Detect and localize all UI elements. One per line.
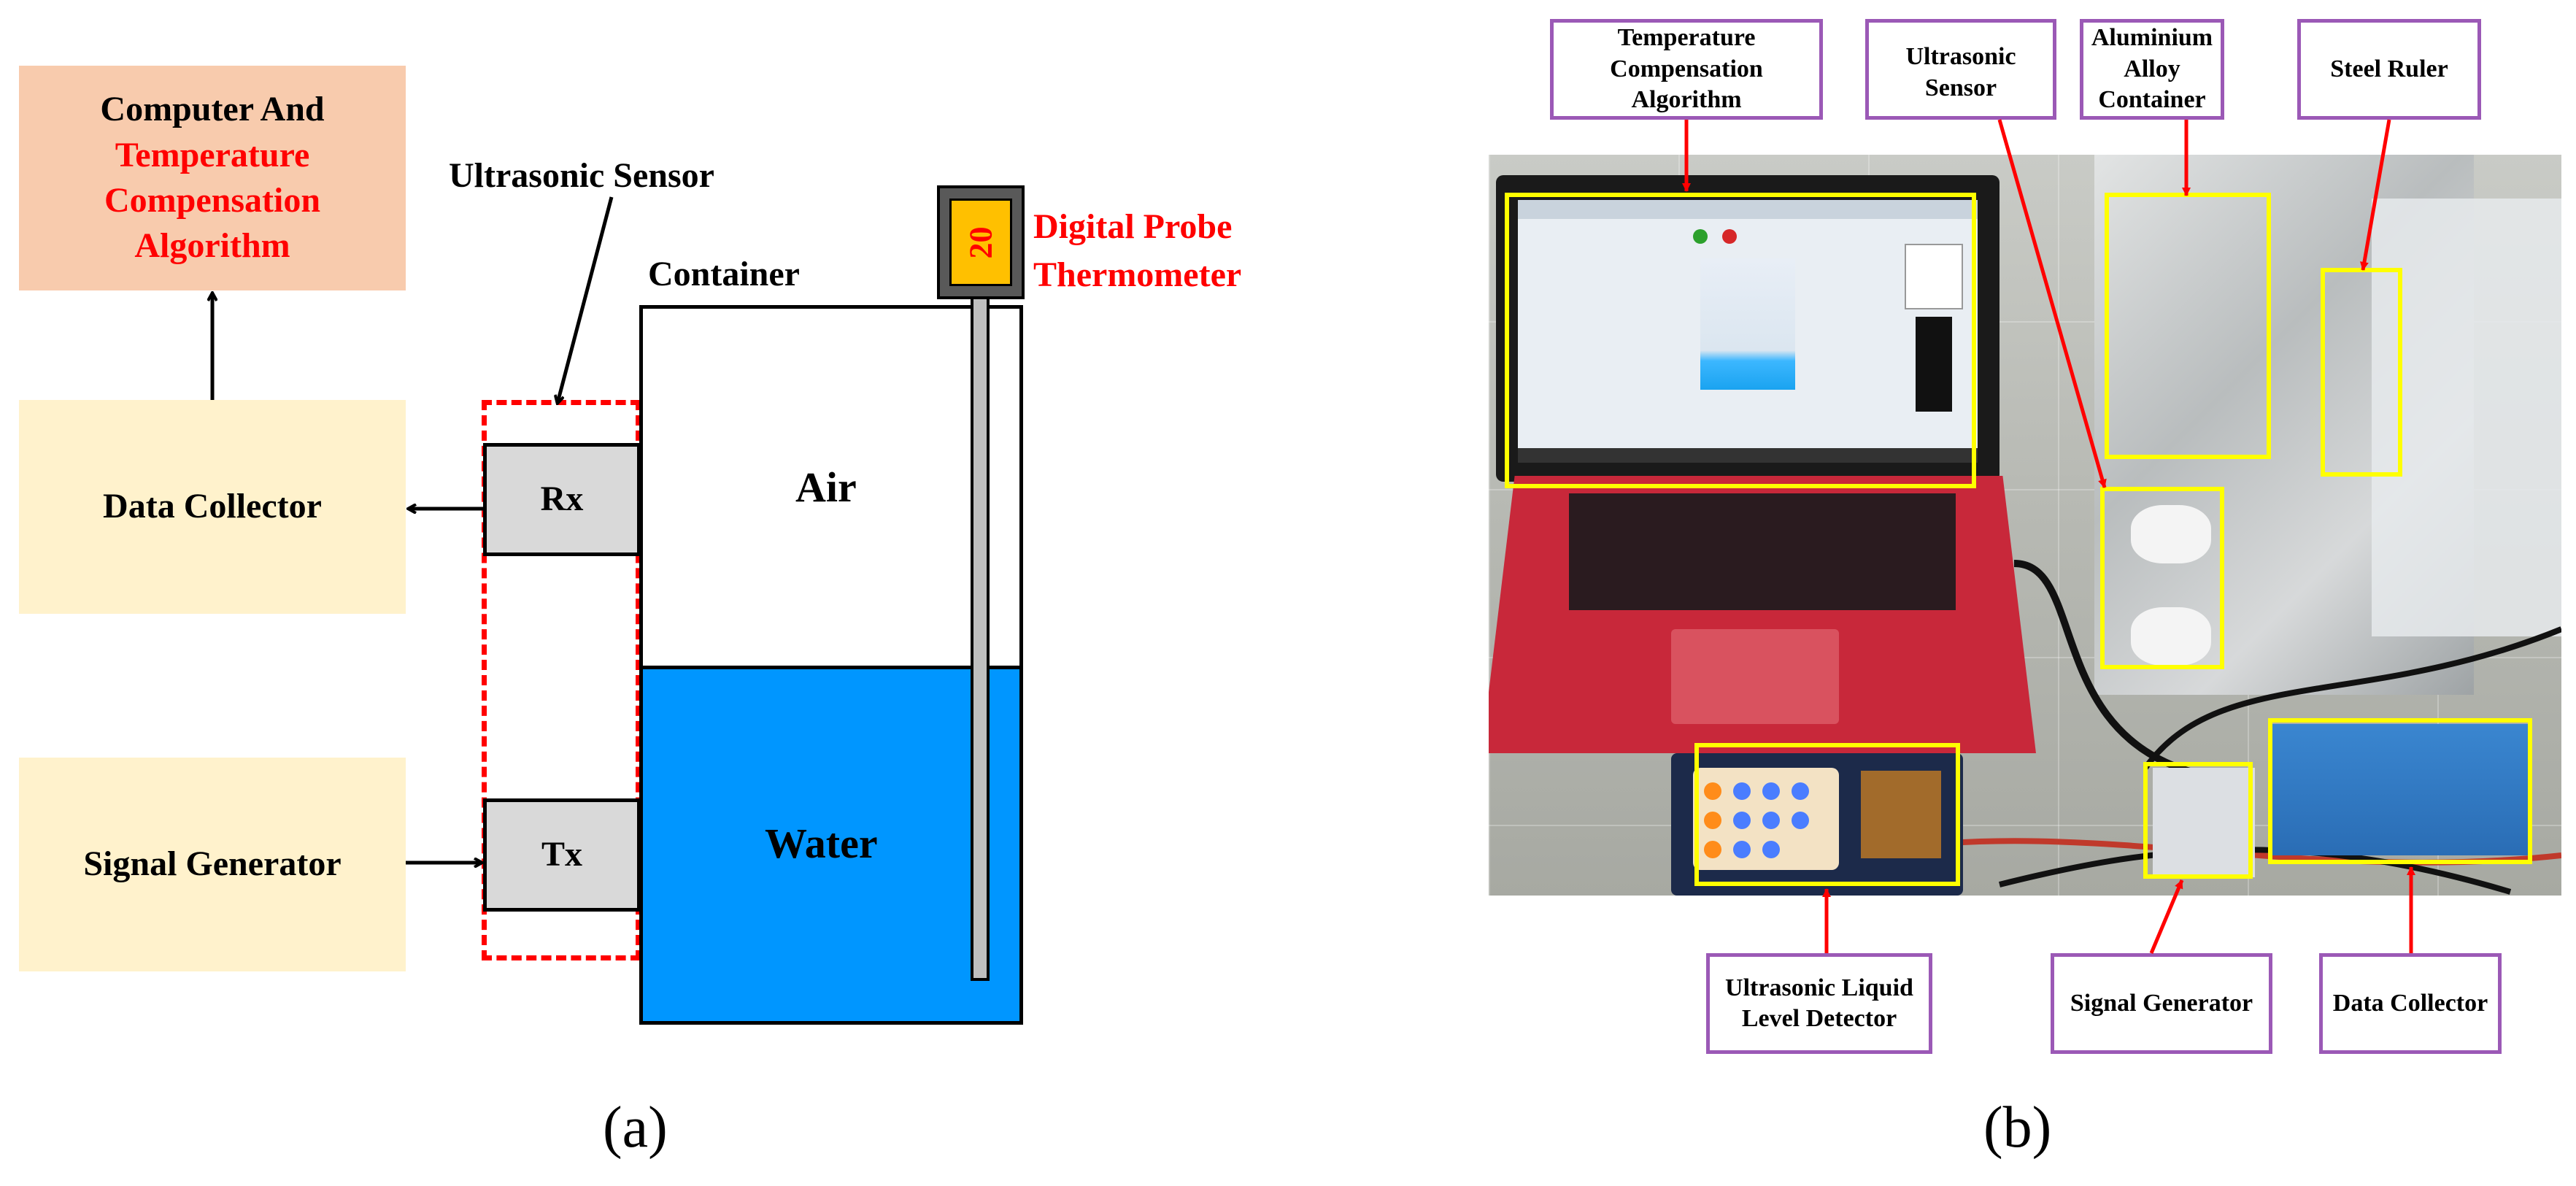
data-collector-device	[2270, 724, 2532, 855]
callout-ultrasonic-sensor-line1: Ultrasonic	[1905, 43, 2016, 70]
container-water	[639, 666, 1023, 1025]
water-label: Water	[765, 820, 878, 867]
pointer-steel-ruler	[2359, 119, 2391, 271]
computer-box-line4: Algorithm	[134, 226, 290, 266]
callout-temp-algo: Temperature Compensation Algorithm	[1550, 19, 1823, 120]
arrow-sensor-label	[558, 196, 614, 403]
tx-label: Tx	[541, 835, 582, 874]
callout-signal-generator-line1: Signal Generator	[2070, 989, 2253, 1017]
callout-temp-algo-line2: Compensation	[1610, 55, 1763, 82]
container-label: Container	[648, 255, 800, 293]
callout-steel-ruler: Steel Ruler	[2297, 19, 2481, 120]
callout-aluminium-line1: Aluminium	[2091, 24, 2213, 52]
thermometer-label-1: Digital Probe	[1033, 207, 1233, 246]
callout-signal-generator: Signal Generator	[2051, 953, 2272, 1054]
computer-box-line2: Temperature	[115, 135, 310, 174]
highlight-laptop	[1505, 193, 1976, 488]
highlight-sensor	[2100, 487, 2224, 669]
computer-box: Computer And Temperature Compensation Al…	[19, 66, 406, 290]
laptop-base	[1489, 476, 2036, 753]
callout-temp-algo-line1: Temperature	[1617, 24, 1756, 52]
signal-generator-box: Signal Generator	[19, 758, 406, 971]
data-collector-label: Data Collector	[103, 487, 322, 526]
panel-b-arrows	[1682, 119, 2415, 954]
level-detector-device	[1671, 753, 1963, 896]
callout-level-detector-line1: Ultrasonic Liquid	[1725, 974, 1913, 1001]
callout-ultrasonic-sensor-line2: Sensor	[1924, 74, 1997, 101]
highlight-signal-generator	[2143, 762, 2253, 879]
data-collector-box: Data Collector	[19, 400, 406, 614]
highlight-level-detector	[1694, 743, 1960, 886]
signal-generator-device	[2153, 768, 2255, 877]
callout-level-detector-line2: Level Detector	[1741, 1005, 1897, 1032]
callout-aluminium-line2: Alloy	[2124, 55, 2180, 82]
panel-a-label: (a)	[603, 1095, 668, 1160]
air-label: Air	[795, 463, 857, 511]
callout-level-detector: Ultrasonic Liquid Level Detector	[1706, 953, 1932, 1054]
callout-aluminium-line3: Container	[2098, 86, 2206, 114]
callout-ultrasonic-sensor: Ultrasonic Sensor	[1865, 19, 2056, 120]
computer-box-line3: Compensation	[104, 181, 321, 220]
callout-aluminium: Aluminium Alloy Container	[2080, 19, 2224, 120]
callout-temp-algo-line3: Algorithm	[1631, 86, 1742, 114]
thermometer-display: 20	[937, 185, 1025, 299]
container-air	[639, 305, 1023, 666]
callout-steel-ruler-line1: Steel Ruler	[2330, 55, 2448, 82]
rx-label: Rx	[540, 480, 584, 519]
highlight-data-collector	[2268, 718, 2532, 864]
tx-transducer: Tx	[483, 798, 641, 912]
pointer-signal-generator	[2149, 879, 2184, 954]
panel-b-label: (b)	[1983, 1095, 2052, 1160]
callout-data-collector: Data Collector	[2319, 953, 2502, 1054]
thermometer-label-2: Thermometer	[1033, 255, 1242, 294]
signal-generator-label: Signal Generator	[83, 844, 342, 884]
rx-transducer: Rx	[483, 443, 641, 556]
laptop-screen	[1496, 175, 2000, 482]
lab-photo	[1489, 155, 2561, 896]
thermometer-probe	[971, 295, 990, 981]
callout-data-collector-line1: Data Collector	[2332, 989, 2488, 1017]
pointer-ultrasonic-sensor	[1997, 119, 2107, 488]
computer-box-line1: Computer And	[100, 90, 325, 129]
panel-a-arrows	[0, 196, 614, 1186]
ultrasonic-sensor-label: Ultrasonic Sensor	[449, 156, 714, 195]
